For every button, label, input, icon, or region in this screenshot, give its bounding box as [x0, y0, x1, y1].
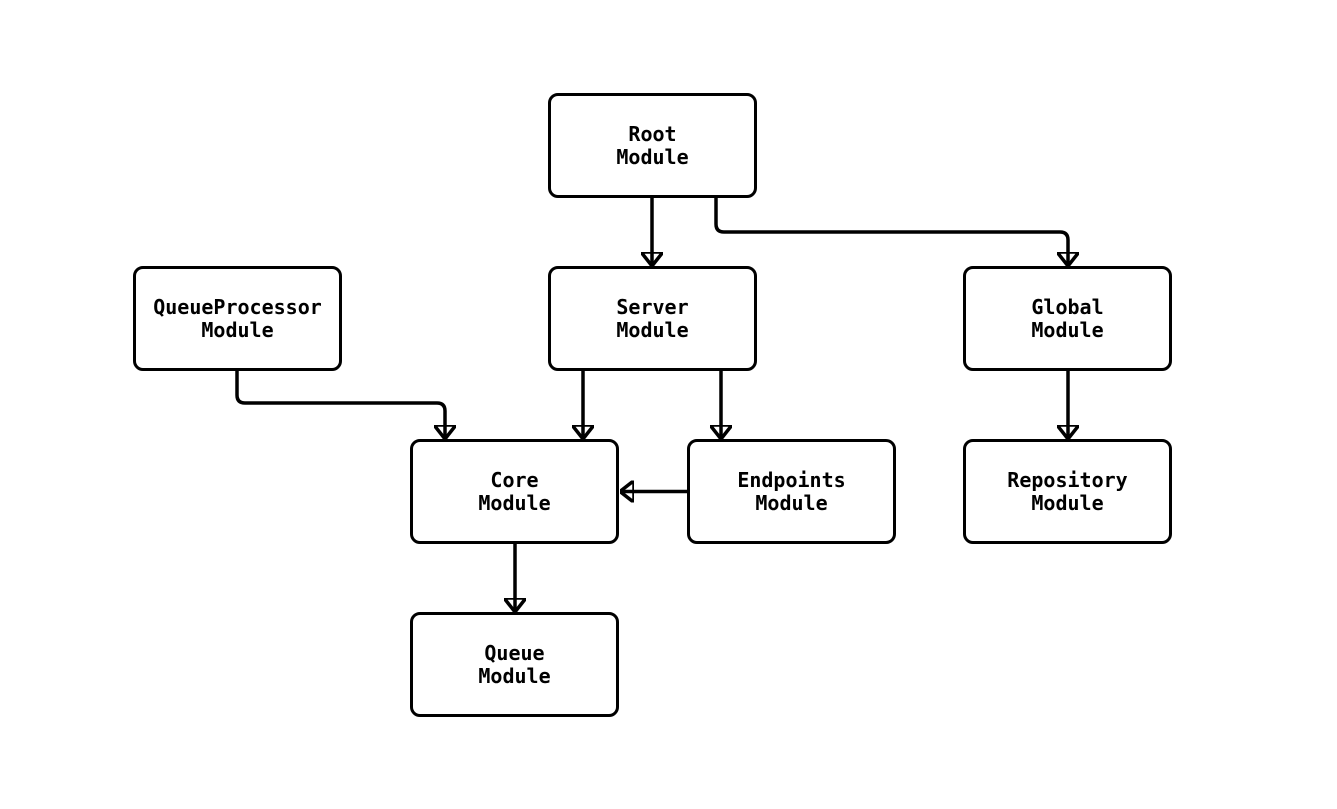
node-label-line: Queue — [484, 640, 545, 665]
node-label-line: Module — [478, 663, 551, 688]
node-label-line: Module — [616, 144, 689, 169]
node-repository-module: Repository Module — [963, 439, 1172, 544]
node-queue-module: Queue Module — [410, 612, 619, 717]
node-label-line: Repository — [1007, 467, 1128, 492]
node-label-line: Module — [1031, 490, 1104, 515]
node-label-line: Global — [1031, 294, 1104, 319]
node-label-line: Module — [201, 317, 274, 342]
node-label-line: Module — [616, 317, 689, 342]
edge-root-to-global — [714, 198, 1068, 265]
node-label-line: Module — [1031, 317, 1104, 342]
node-label-line: QueueProcessor — [153, 294, 322, 319]
node-label-line: Root — [628, 121, 677, 146]
node-label-line: Endpoints — [737, 467, 846, 492]
node-label-line: Module — [755, 490, 828, 515]
edge-queueprocessor-to-core — [235, 371, 445, 438]
node-global-module: Global Module — [963, 266, 1172, 371]
node-label-line: Server — [616, 294, 689, 319]
node-label-line: Core — [490, 467, 539, 492]
node-label-line: Module — [478, 490, 551, 515]
node-queueprocessor-module: QueueProcessor Module — [133, 266, 342, 371]
node-server-module: Server Module — [548, 266, 757, 371]
node-root-module: Root Module — [548, 93, 757, 198]
node-core-module: Core Module — [410, 439, 619, 544]
node-endpoints-module: Endpoints Module — [687, 439, 896, 544]
